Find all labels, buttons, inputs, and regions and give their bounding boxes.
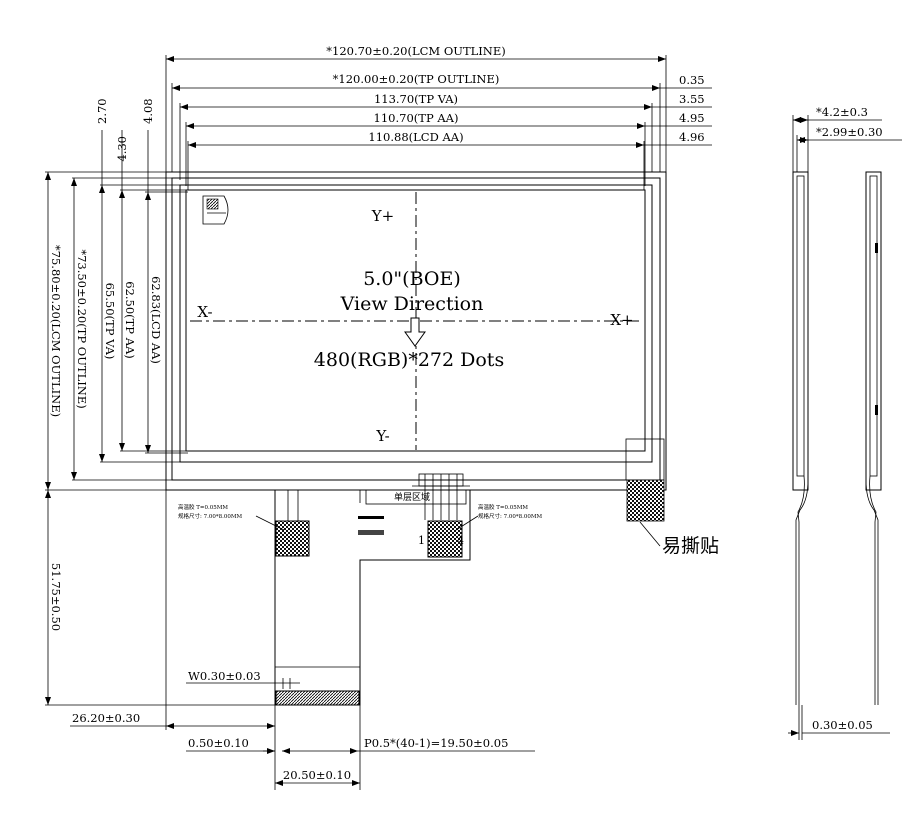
dim-tp-va-width: 113.70(TP VA) xyxy=(374,92,458,106)
tape-left-title: 高温胶 T=0.05MM xyxy=(178,503,228,511)
display-size-label: 5.0"(BOE) xyxy=(363,268,461,290)
pin-1-label: 1 xyxy=(418,534,425,547)
dim-offset-0-35: 0.35 xyxy=(679,73,705,87)
easy-peel-label: 易撕贴 xyxy=(662,535,719,557)
dim-lcd-aa-height: 62.83(LCD AA) xyxy=(149,276,163,364)
dim-tp-va-height: 65.50(TP VA) xyxy=(103,283,117,360)
view-direction-arrow-icon xyxy=(404,317,426,347)
view-direction-label: View Direction xyxy=(340,293,484,315)
dim-lcm-outline-height: *75.80±0.20(LCM OUTLINE) xyxy=(49,245,63,417)
axis-y-plus: Y+ xyxy=(371,207,394,225)
tape-left-size: 规格尺寸: 7.00*8.00MM xyxy=(178,512,242,520)
dim-fpc-thickness: 0.30±0.05 xyxy=(812,718,873,732)
dim-tp-aa-height: 62.50(TP AA) xyxy=(123,281,137,359)
dim-total-thickness: *4.2±0.3 xyxy=(816,105,868,119)
dim-pin-pitch: P0.5*(40-1)=19.50±0.05 xyxy=(364,736,508,750)
dim-offset-4-30: 4.30 xyxy=(115,136,129,162)
dim-fpc-length: 51.75±0.50 xyxy=(49,563,63,631)
bottom-dimensions: W0.30±0.03 26.20±0.30 0.50±0.10 P0.5*(40… xyxy=(70,490,535,790)
single-layer-label: 单层区域 xyxy=(394,491,430,503)
dim-lcm-outline-width: *120.70±0.20(LCM OUTLINE) xyxy=(326,44,506,58)
side-view: *4.2±0.3 *2.99±0.30 0.30±0.05 xyxy=(788,105,902,740)
dim-tp-aa-width: 110.70(TP AA) xyxy=(374,111,459,125)
easy-peel-tab xyxy=(626,479,665,522)
tape-right-title: 高温胶 T=0.05MM xyxy=(478,503,528,511)
dim-offset-2-70: 2.70 xyxy=(95,98,109,124)
fpc-gold-fingers xyxy=(275,690,360,706)
fpc-cable: 单层区域 高温胶 T=0.05MM 规格尺寸: 7.00*8.00MM 高温胶 … xyxy=(178,473,542,706)
axis-y-minus: Y- xyxy=(375,427,389,445)
tape-left xyxy=(275,520,310,557)
dim-pin-edge: 0.50±0.10 xyxy=(188,736,249,750)
top-dimensions: *120.70±0.20(LCM OUTLINE) *120.00±0.20(T… xyxy=(165,44,712,190)
dim-offset-4-08: 4.08 xyxy=(141,98,155,124)
fpc-connector xyxy=(412,473,470,520)
module-front-view: Y+ Y- X- X+ 5.0"(BOE) View Direction 480… xyxy=(165,171,719,557)
dim-fpc-left-offset: 26.20±0.30 xyxy=(72,711,140,725)
dim-offset-4-96: 4.96 xyxy=(679,130,705,144)
dim-lcd-aa-width: 110.88(LCD AA) xyxy=(368,130,463,144)
orientation-mark-icon xyxy=(202,195,229,225)
tape-right xyxy=(427,520,463,558)
dim-trace-width: W0.30±0.03 xyxy=(188,669,261,683)
dim-panel-thickness: *2.99±0.30 xyxy=(816,125,883,139)
tape-right-size: 规格尺寸: 7.00*8.00MM xyxy=(478,512,542,520)
dim-offset-4-95: 4.95 xyxy=(679,111,705,125)
dim-fpc-width: 20.50±0.10 xyxy=(283,768,351,782)
dim-tp-outline-width: *120.00±0.20(TP OUTLINE) xyxy=(333,72,500,86)
pin-4-label: 4 xyxy=(457,534,464,547)
dim-tp-outline-height: *73.50±0.20(TP OUTLINE) xyxy=(75,249,89,408)
resolution-label: 480(RGB)*272 Dots xyxy=(314,349,504,371)
axis-x-plus: X+ xyxy=(610,311,633,329)
dim-offset-3-55: 3.55 xyxy=(679,92,705,106)
left-dimensions: *75.80±0.20(LCM OUTLINE) *73.50±0.20(TP … xyxy=(45,98,275,706)
axis-x-minus: X- xyxy=(197,303,212,321)
